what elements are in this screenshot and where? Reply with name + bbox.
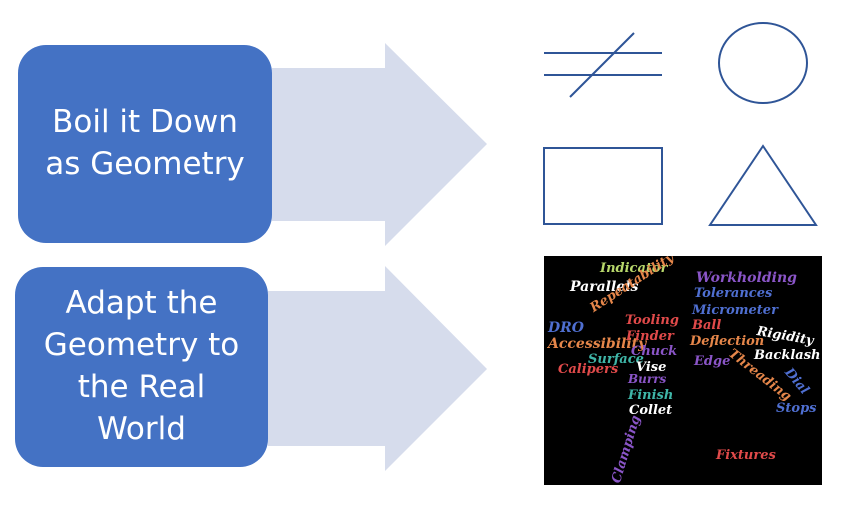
word-calipers: Calipers (558, 362, 619, 377)
arrow-2-shape (268, 266, 487, 471)
word-backlash: Backlash (754, 348, 821, 363)
word-burrs: Burrs (628, 372, 667, 386)
word-dro: DRO (548, 320, 584, 336)
word-stops: Stops (776, 401, 817, 416)
word-workholding: Workholding (696, 270, 797, 286)
word-surface: Surface (588, 352, 644, 367)
word-indicator: Indicator (600, 261, 668, 276)
word-deflection: Deflection (690, 334, 765, 349)
step-1-box: Boil it Down as Geometry (18, 45, 272, 243)
not-equal-icon (544, 32, 662, 98)
word-vise: Vise (636, 360, 667, 375)
triangle-icon (708, 144, 818, 226)
step-1-label: Boil it Down as Geometry (45, 104, 245, 182)
word-parallels: Parallels (570, 279, 639, 295)
word-rigidity: Rigidity (755, 324, 815, 349)
word-cloud: Indicator Parallels Repeatability DRO Ac… (544, 256, 822, 485)
word-finish: Finish (628, 388, 674, 403)
word-edge: Edge (694, 354, 731, 369)
word-ball: Ball (692, 318, 722, 333)
arrow-1-shape (272, 43, 487, 246)
word-fixtures: Fixtures (716, 448, 776, 463)
word-collet: Collet (629, 403, 673, 418)
word-finder: Finder (626, 329, 674, 344)
word-tolerances: Tolerances (694, 286, 773, 301)
circle-icon (718, 22, 808, 104)
word-chuck: Chuck (631, 344, 678, 359)
word-tooling: Tooling (625, 313, 679, 328)
word-micrometer: Micrometer (692, 303, 778, 318)
word-clamping: Clamping (609, 413, 644, 485)
rectangle-icon (543, 147, 663, 225)
step-2-label: Adapt the Geometry to the Real World (43, 285, 240, 447)
step-2-box: Adapt the Geometry to the Real World (15, 267, 268, 467)
word-accessibility: Accessibility (548, 336, 647, 352)
